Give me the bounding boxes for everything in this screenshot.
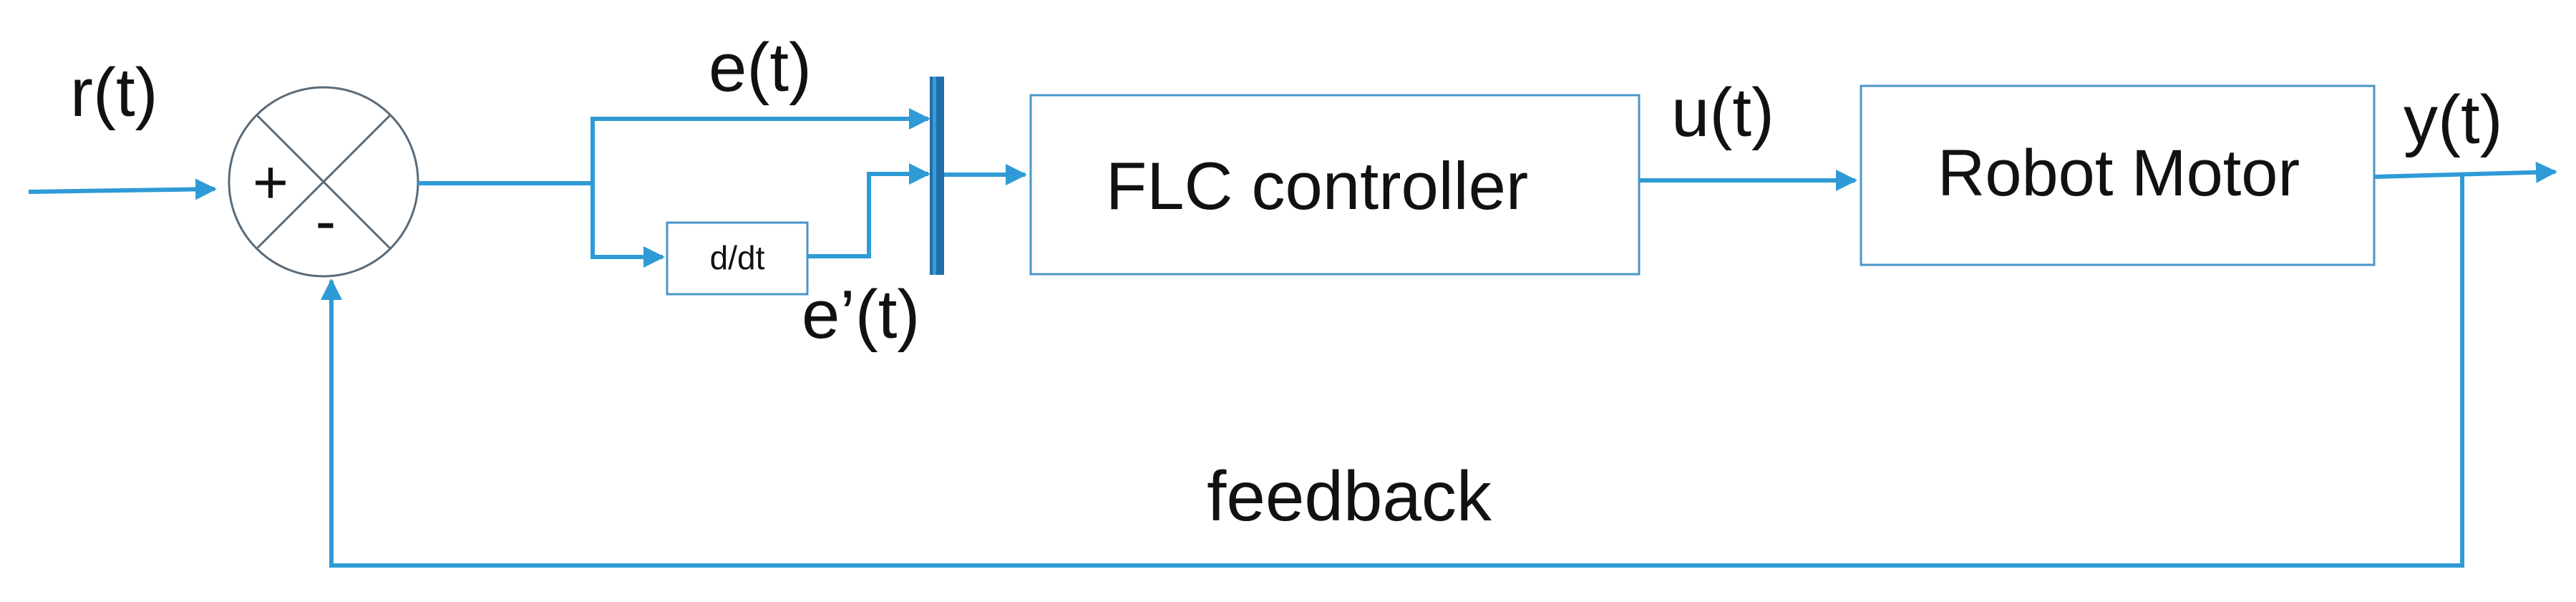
reference-signal-label: r(t) — [70, 54, 158, 131]
robot-motor-label: Robot Motor — [1938, 137, 2300, 210]
control-signal-label: u(t) — [1671, 74, 1774, 151]
flc-controller-label: FLC controller — [1106, 148, 1528, 223]
summing-junction: + - — [228, 86, 419, 278]
error-derivative-label: e’(t) — [802, 276, 920, 353]
mux-bar — [930, 77, 944, 275]
derivative-output-arrow — [807, 163, 930, 258]
input-line — [28, 178, 217, 200]
derivative-label: d/dt — [710, 239, 765, 276]
feedback-path — [321, 175, 2464, 568]
plus-sign: + — [253, 148, 288, 217]
output-arrow — [2373, 161, 2557, 183]
output-signal-label: y(t) — [2404, 82, 2503, 158]
flc-controller-block — [1029, 94, 1641, 276]
minus-sign: - — [316, 187, 336, 256]
robot-motor-block — [1860, 84, 2376, 266]
error-signal-label: e(t) — [709, 29, 812, 106]
feedback-label: feedback — [1207, 457, 1492, 535]
